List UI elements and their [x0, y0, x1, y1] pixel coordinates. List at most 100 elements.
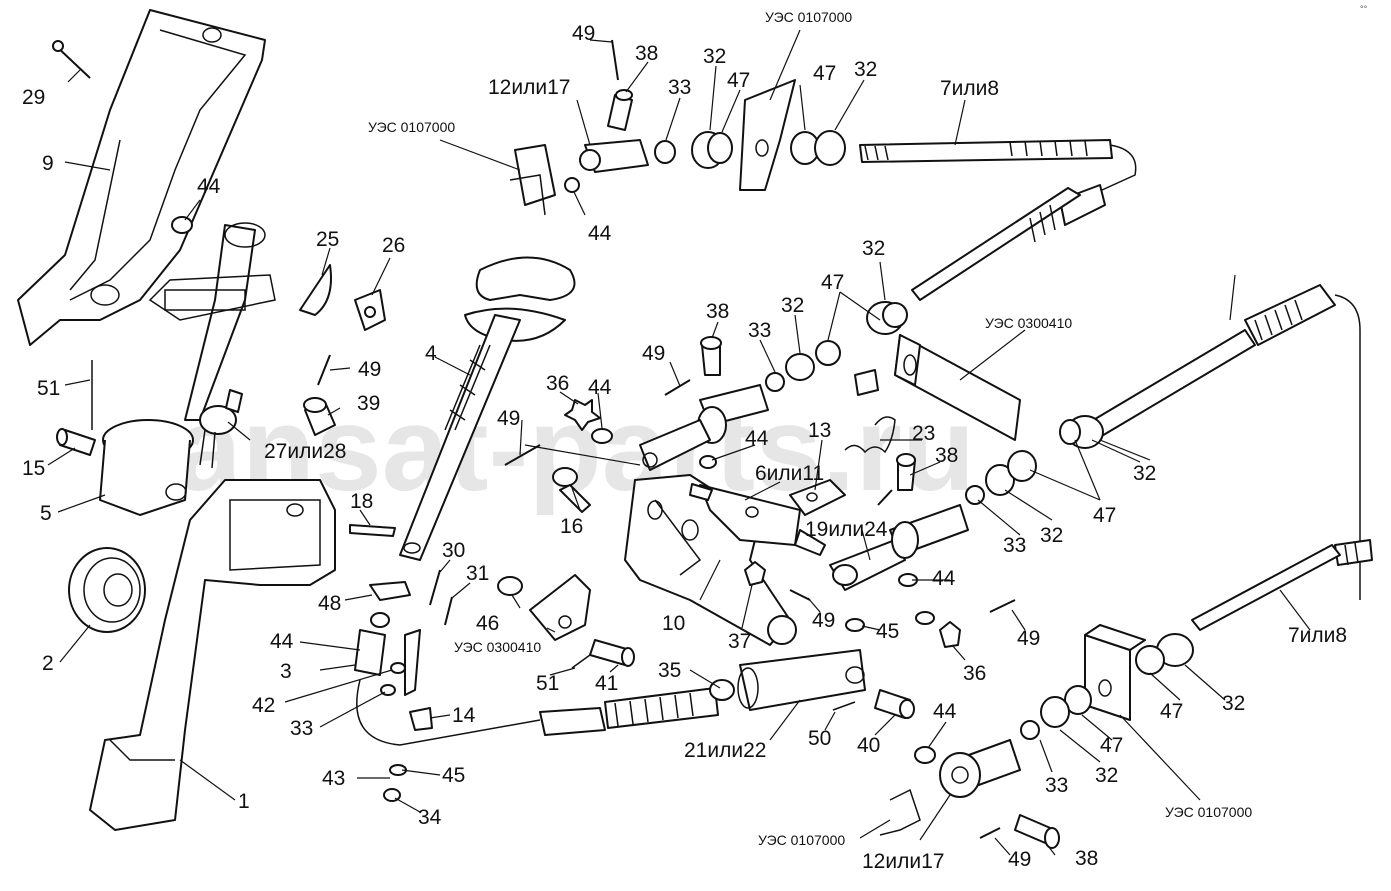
pin-part-40 [874, 689, 915, 719]
pin-part-49h [979, 827, 1001, 839]
callout-38-c: 38 [935, 444, 958, 467]
callout-34: 34 [418, 806, 442, 829]
leader-lines [47, 29, 1311, 856]
callout-43: 43 [322, 767, 345, 790]
callout-49-e: 49 [812, 609, 835, 632]
cable-part-21-22 [356, 649, 866, 746]
pin-part-49b [504, 444, 541, 466]
callout-10: 10 [662, 612, 685, 635]
washer-part-44b [591, 428, 613, 444]
nut-part-33e [1020, 720, 1040, 740]
callout-39: 39 [357, 392, 380, 415]
callout-30: 30 [442, 539, 465, 562]
washer-part-45c [915, 611, 935, 625]
callout-49-c: 49 [642, 342, 665, 365]
screw-part-30 [429, 569, 441, 606]
callout-44-e: 44 [270, 630, 294, 653]
callout-2: 2 [42, 652, 54, 675]
callout-47-d: 47 [1093, 504, 1116, 527]
pin-part-49f [877, 489, 893, 506]
callout-23: 23 [912, 422, 935, 445]
code-0107000-right: УЭС 0107000 [1165, 804, 1252, 820]
pin-part-38b [700, 336, 722, 376]
bracket-0107000-bottom [879, 788, 921, 836]
washer-part-47d [815, 340, 841, 366]
bolt-part-16 [552, 467, 591, 513]
callout-7-8-a: 7или8 [940, 77, 999, 100]
bracket-0107000-right [1084, 624, 1146, 721]
cotter-part-51b [571, 654, 591, 669]
pin-part-49c [789, 589, 811, 601]
callout-19-24: 19или24 [805, 518, 888, 541]
code-0107000-top: УЭС 0107000 [765, 9, 852, 25]
nut-part-33d [965, 485, 985, 505]
callout-33-e: 33 [290, 717, 313, 740]
clevis-part-12-17-bottom [939, 739, 1021, 798]
washer-part-44c [564, 177, 580, 193]
nut-part-32h [1040, 696, 1070, 728]
callout-33-b: 33 [748, 319, 771, 342]
sleeve-part-39 [303, 397, 336, 436]
callout-9: 9 [42, 152, 54, 175]
callout-33-d: 33 [1045, 774, 1068, 797]
washer-part-44f [914, 746, 936, 764]
callout-45-a: 45 [876, 620, 899, 643]
callout-45-b: 45 [442, 764, 465, 787]
bearing-part-2 [68, 547, 146, 633]
callout-48: 48 [318, 592, 341, 615]
spring-part-13 [789, 416, 896, 516]
code-0107000-bottom: УЭС 0107000 [758, 832, 845, 848]
callout-18: 18 [350, 490, 373, 513]
callout-51-a: 51 [37, 377, 60, 400]
callout-44-d: 44 [745, 427, 769, 450]
callout-25: 25 [316, 228, 339, 251]
washer-part-44d [699, 455, 717, 469]
switch-part-3 [354, 612, 390, 676]
callout-47-e: 47 [1160, 700, 1183, 723]
nut-part-33b [654, 140, 676, 164]
callout-12-17-b: 12или17 [862, 850, 944, 873]
shift-lever-part-4 [399, 256, 576, 561]
cable-bracket [404, 629, 421, 696]
callout-44-b: 44 [588, 222, 612, 245]
callout-26: 26 [382, 234, 405, 257]
washer-part-47h [1064, 685, 1092, 715]
callout-labels: 1 2 3 4 5 9 10 13 14 15 16 18 25 26 29 3… [22, 9, 1347, 873]
cover-lower-part-1 [89, 479, 336, 831]
washer-part-42 [390, 662, 406, 674]
pin-part-23 [896, 453, 916, 491]
lever-part-19-24 [829, 504, 969, 591]
washer-part-47e [1007, 450, 1037, 482]
pin-part-41 [589, 639, 635, 667]
washer-part-45b [845, 618, 865, 632]
callout-5: 5 [40, 502, 52, 525]
pin-part-49a [317, 354, 331, 386]
clevis-part-12-17-top [509, 139, 649, 216]
callout-13: 13 [808, 419, 831, 442]
callout-49-g: 49 [1008, 848, 1031, 871]
nut-part-32b [814, 130, 846, 166]
bolt-part-29 [52, 40, 91, 79]
pin-part-49d [611, 39, 619, 81]
callout-42: 42 [252, 694, 275, 717]
callout-4: 4 [425, 342, 437, 365]
callout-32-e: 32 [1040, 524, 1063, 547]
washer-part-47f [1059, 419, 1081, 445]
callout-32-f: 32 [1133, 462, 1156, 485]
washer-part-46 [497, 576, 523, 596]
callout-7-8-b: 7или8 [1288, 624, 1347, 647]
code-0107000-left: УЭС 0107000 [368, 119, 455, 135]
clamp-part-14 [409, 707, 433, 731]
washer-part-44a [171, 216, 193, 234]
callout-46: 46 [476, 612, 499, 635]
pin-part-38a [607, 89, 633, 131]
switch-part-27-28 [199, 389, 243, 469]
callout-31: 31 [466, 562, 489, 585]
washer-part-47a [707, 132, 733, 164]
callout-32-h: 32 [1095, 764, 1118, 787]
callout-40: 40 [857, 734, 880, 757]
callout-16: 16 [560, 515, 583, 538]
callout-49-b: 49 [358, 358, 381, 381]
